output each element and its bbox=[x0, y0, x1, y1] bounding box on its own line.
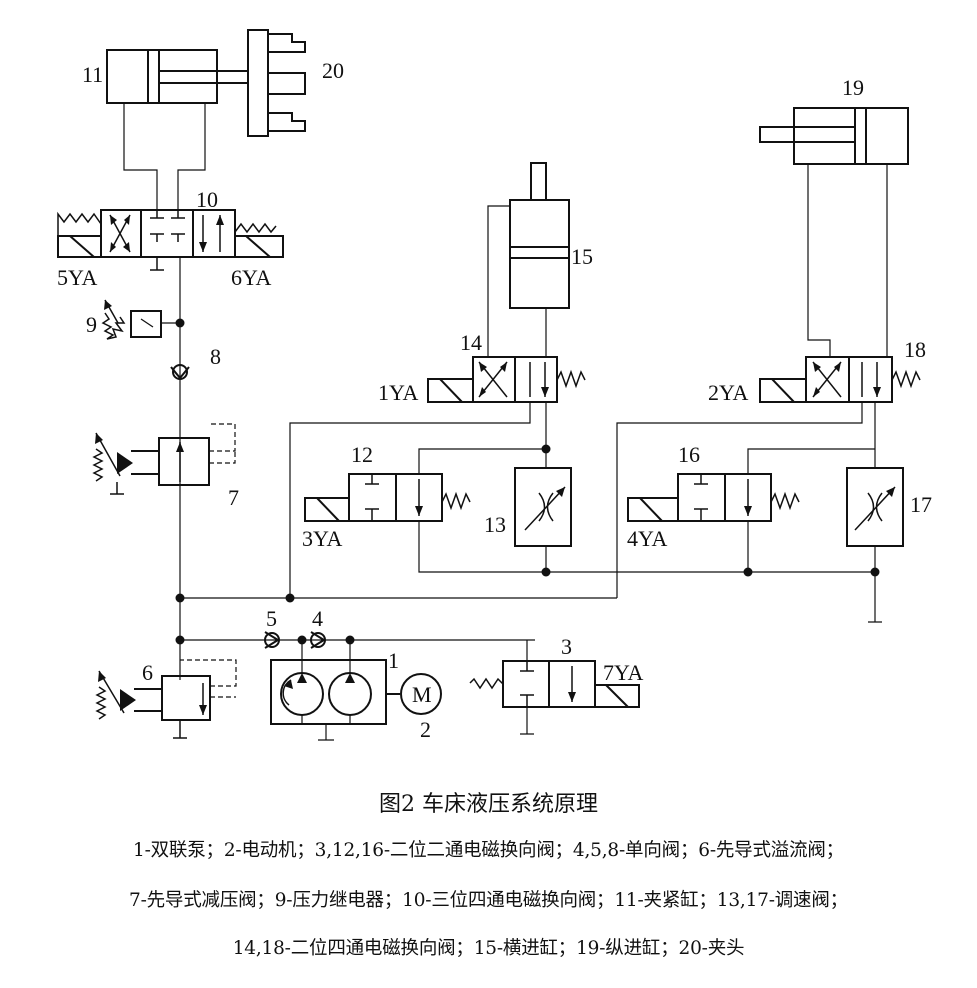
valve-14 bbox=[289, 356, 586, 598]
label-13: 13 bbox=[484, 512, 506, 537]
double-pump-1 bbox=[270, 640, 400, 741]
legend-line-3: 14,18-二位四通电磁换向阀；15-横进缸；19-纵进缸；20-夹头 bbox=[232, 938, 745, 959]
label-6ya: 6YA bbox=[231, 265, 271, 290]
valve-3 bbox=[469, 640, 640, 735]
label-11: 11 bbox=[82, 62, 103, 87]
label-10: 10 bbox=[196, 187, 218, 212]
label-5ya: 5YA bbox=[57, 265, 97, 290]
label-2ya: 2YA bbox=[708, 380, 748, 405]
label-4ya: 4YA bbox=[627, 526, 667, 551]
label-1: 1 bbox=[388, 648, 399, 673]
hydraulic-circuit-diagram: 1 2 3 4 5 6 7 8 9 10 11 12 13 14 15 16 1… bbox=[57, 29, 932, 742]
label-6: 6 bbox=[142, 660, 153, 685]
check-valve-4 bbox=[310, 631, 326, 649]
label-15: 15 bbox=[571, 244, 593, 269]
check-valve-5 bbox=[264, 631, 280, 649]
label-9: 9 bbox=[86, 312, 97, 337]
label-17: 17 bbox=[910, 492, 932, 517]
reducing-valve-7 bbox=[92, 423, 236, 495]
long-feed-cylinder-19 bbox=[759, 107, 909, 357]
flow-control-valve-13 bbox=[514, 467, 572, 572]
label-18: 18 bbox=[904, 337, 926, 362]
cross-feed-cylinder-15 bbox=[487, 162, 570, 358]
legend-line-1: 1-双联泵；2-电动机；3,12,16-二位二通电磁换向阀；4,5,8-单向阀；… bbox=[133, 840, 844, 861]
valve-16 bbox=[627, 448, 875, 572]
label-8: 8 bbox=[210, 344, 221, 369]
valve-12 bbox=[304, 448, 875, 573]
label-19: 19 bbox=[842, 75, 864, 100]
label-16: 16 bbox=[678, 442, 700, 467]
label-14: 14 bbox=[460, 330, 482, 355]
chuck-20 bbox=[247, 29, 306, 137]
label-3: 3 bbox=[561, 634, 572, 659]
label-3ya: 3YA bbox=[302, 526, 342, 551]
label-1ya: 1YA bbox=[378, 380, 418, 405]
check-valve-8 bbox=[170, 364, 190, 380]
electric-motor-2 bbox=[400, 673, 442, 715]
label-2: 2 bbox=[420, 717, 431, 742]
label-7: 7 bbox=[228, 485, 239, 510]
motor-label: M bbox=[412, 682, 432, 707]
label-4: 4 bbox=[312, 606, 323, 631]
label-7ya: 7YA bbox=[603, 660, 643, 685]
label-20: 20 bbox=[322, 58, 344, 83]
label-5: 5 bbox=[266, 606, 277, 631]
label-12: 12 bbox=[351, 442, 373, 467]
figure-title: 图2 车床液压系统原理 bbox=[379, 792, 598, 817]
pressure-relay-9 bbox=[101, 299, 180, 340]
flow-control-valve-17 bbox=[846, 467, 904, 623]
legend-line-2: 7-先导式减压阀；9-压力继电器；10-三位四通电磁换向阀；11-夹紧缸；13,… bbox=[129, 890, 848, 911]
clamp-cylinder-11 bbox=[106, 49, 249, 104]
valve-10 bbox=[57, 209, 284, 271]
relief-valve-6 bbox=[95, 659, 237, 739]
